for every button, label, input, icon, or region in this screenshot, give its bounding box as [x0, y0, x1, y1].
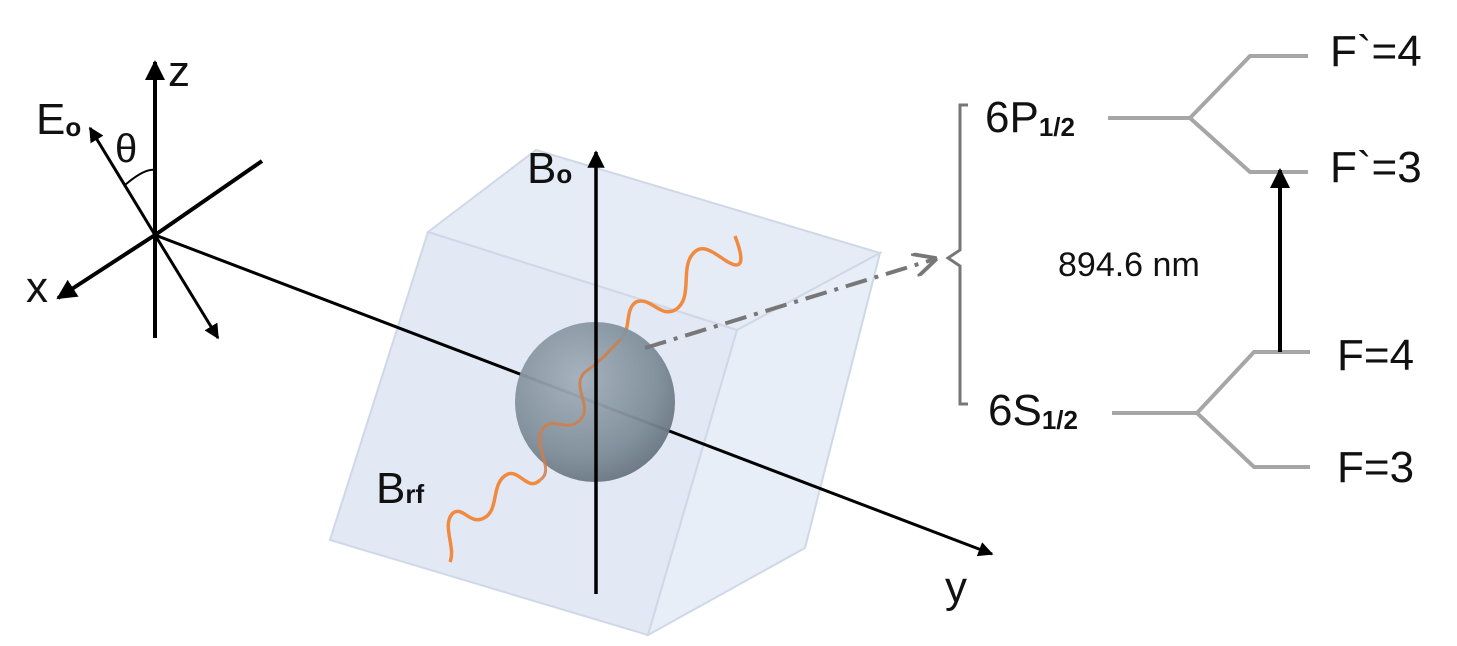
e-field-vector-back — [153, 234, 220, 340]
b0-field-label: Bo — [527, 144, 572, 193]
p-level-splitting — [1108, 54, 1308, 174]
rf-wave-upper — [618, 235, 743, 342]
theta-label: θ — [115, 127, 137, 171]
angle-arc — [124, 168, 156, 186]
s-f4-label: F=4 — [1337, 331, 1414, 380]
s-f3-label: F=3 — [1337, 443, 1414, 492]
p-f3-label: F`=3 — [1330, 143, 1422, 192]
brf-field-label: Brf — [376, 464, 424, 513]
transition-wavelength: 894.6 nm — [1058, 246, 1200, 284]
s-level-splitting — [1112, 350, 1310, 469]
dash-dot-arrow — [644, 259, 935, 350]
rf-wave-lower — [446, 471, 542, 563]
coordinate-axes: z x Eo θ — [26, 47, 264, 340]
p-f4-label: F`=4 — [1330, 27, 1422, 76]
x-axis — [56, 233, 157, 300]
cell-side-face — [646, 251, 882, 638]
energy-level-diagram: 6P1/2 6S1/2 F`=4 F`=3 F=4 F=3 894.6 nm — [945, 27, 1422, 492]
level-bracket — [945, 103, 968, 406]
y-axis-label: y — [945, 563, 967, 612]
e-field-label: Eo — [36, 95, 81, 144]
p-level-label: 6P1/2 — [985, 93, 1075, 142]
x-axis-back — [153, 159, 264, 237]
s-level-label: 6S1/2 — [988, 386, 1078, 435]
e-field-vector — [88, 126, 157, 236]
x-axis-label: x — [26, 263, 48, 312]
z-axis-label: z — [168, 47, 190, 96]
